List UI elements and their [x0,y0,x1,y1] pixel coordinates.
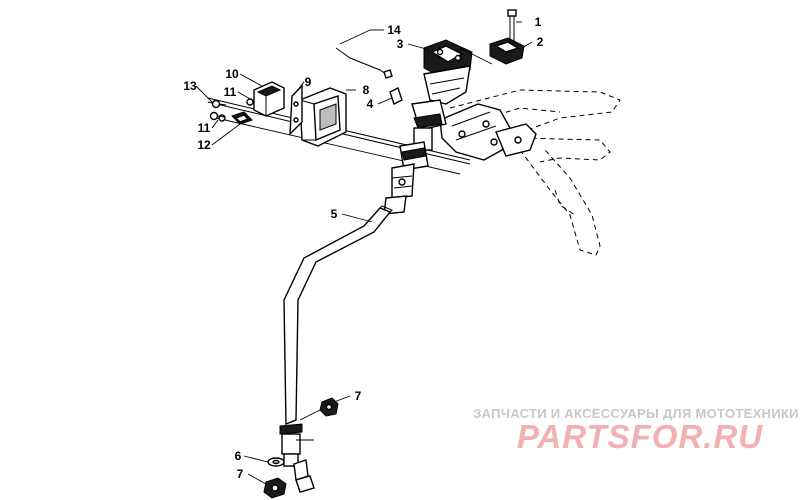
callout-4: 4 [367,97,374,111]
lower-shaft-hardware [279,409,321,493]
steering-shaft [283,205,393,426]
watermark-logo: PARTSFOR.RU [517,418,763,455]
callout-6: 6 [235,449,242,463]
callout-14: 14 [387,23,401,37]
cap-bolt [507,9,517,44]
callout-8: 8 [363,83,370,97]
leader-lines [195,21,533,485]
callout-10: 10 [225,67,239,81]
cable [335,47,393,79]
callout-11-lower: 11 [198,121,211,135]
washer [267,457,285,467]
clamp-bracket [253,81,285,117]
mounting-block [299,87,347,147]
bracket-plate [289,84,303,136]
callout-11-upper: 11 [224,85,237,99]
nut-lower [263,477,287,499]
callout-7-lower: 7 [237,467,244,481]
callout-12: 12 [197,138,211,152]
callout-13: 13 [183,79,197,93]
callout-2: 2 [537,35,544,49]
clamp-cap [489,37,525,65]
callout-5: 5 [331,207,338,221]
callout-labels: 1 2 3 4 5 6 7 7 8 9 10 11 11 12 13 14 [183,15,543,481]
screws [209,98,254,122]
callout-1: 1 [535,15,542,29]
nut-upper [319,397,339,417]
watermark-tagline: ЗАПЧАСТИ И АКСЕССУАРЫ ДЛЯ МОТОТЕХНИКИ [473,406,799,421]
frame-bracket [439,103,537,161]
small-bracket [389,87,403,105]
callout-7-upper: 7 [355,389,362,403]
watermark: ЗАПЧАСТИ И АКСЕССУАРЫ ДЛЯ МОТОТЕХНИКИ PA… [473,406,799,455]
callout-3: 3 [397,37,404,51]
small-clip [231,111,253,125]
callout-9: 9 [305,75,312,89]
